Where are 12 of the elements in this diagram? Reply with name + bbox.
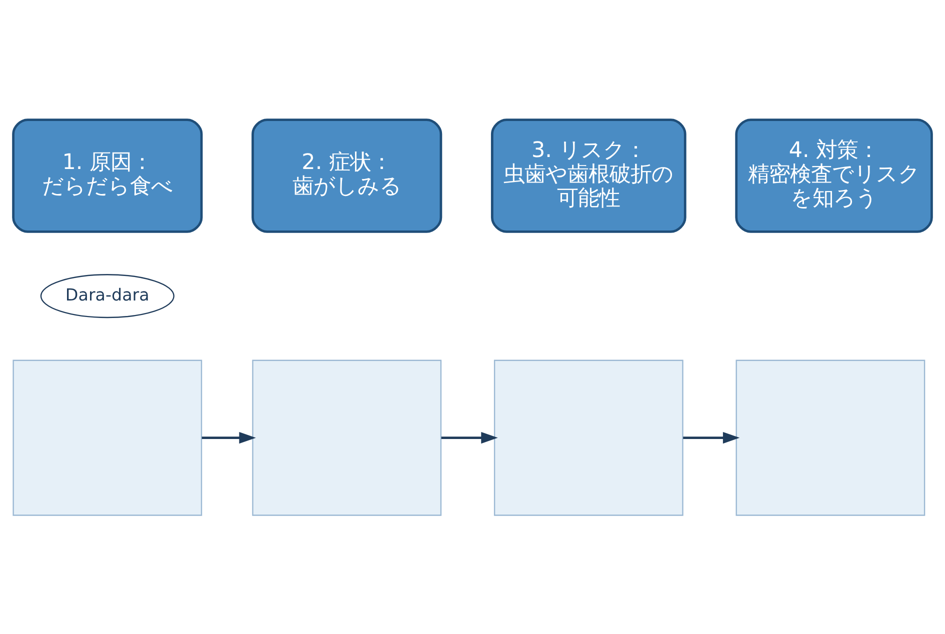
node-box: 2. 症状：歯がしみる [252, 118, 442, 232]
node-box [736, 359, 926, 516]
node-box [12, 359, 202, 516]
node-box: 1. 原因：だらだら食べ [12, 118, 203, 232]
node-box [252, 359, 442, 516]
node-box [494, 359, 684, 516]
arrow [202, 431, 256, 444]
arrow [683, 431, 740, 444]
arrow [441, 431, 498, 444]
node-box: 4. 対策：精密検査でリスクを知ろう [735, 118, 933, 232]
node-ellipse: Dara-dara [40, 274, 174, 318]
node-box: 3. リスク：虫歯や歯根破折の可能性 [490, 118, 686, 232]
